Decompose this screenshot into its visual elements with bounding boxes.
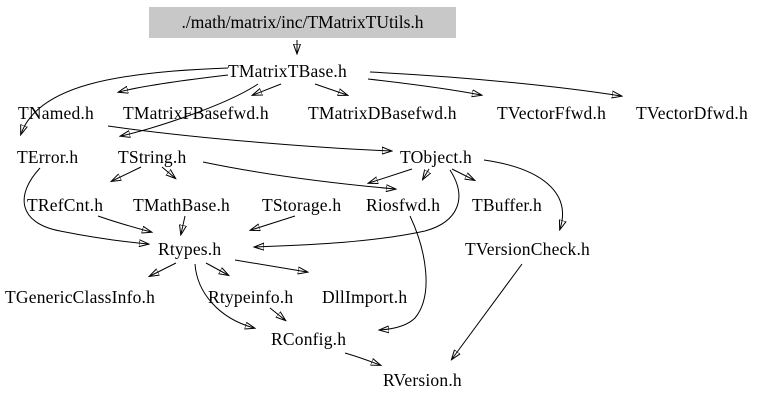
edge-tversioncheck-rversion xyxy=(452,263,523,359)
node-rversion[interactable]: RVersion.h xyxy=(383,370,462,390)
edge-tobject-tversioncheck xyxy=(483,159,563,229)
edge-terror-rtypes xyxy=(23,167,148,244)
node-tmatrixtutils-root: ./math/matrix/inc/TMatrixTUtils.h xyxy=(149,7,456,38)
node-terror[interactable]: TError.h xyxy=(17,147,79,167)
edge-trefcnt-rtypes xyxy=(97,215,151,232)
edge-riosfwd-rconfig xyxy=(380,215,427,330)
node-tvectordfwd[interactable]: TVectorDfwd.h xyxy=(636,103,748,123)
edge-tstring-tmathbase xyxy=(161,166,175,178)
edge-rtypes-dllimport xyxy=(234,259,307,272)
edge-tnamed-tobject xyxy=(107,125,391,151)
node-tmatrixfbasefwd[interactable]: TMatrixFBasefwd.h xyxy=(123,103,269,123)
node-tmathbase[interactable]: TMathBase.h xyxy=(133,195,230,215)
edge-tmatrixtbase-tstring xyxy=(121,83,259,136)
edge-tobject-tbuffer xyxy=(451,168,474,180)
node-tstring[interactable]: TString.h xyxy=(118,147,187,167)
edge-tstring-riosfwd xyxy=(202,161,395,189)
edge-tobject-rtypes xyxy=(255,169,460,247)
edge-rtypes-rconfig xyxy=(194,263,254,328)
edge-rtypes-tgenericclassinfo xyxy=(150,262,177,276)
edge-rtypes-rtypeinfo xyxy=(205,262,228,275)
node-tmatrixtbase[interactable]: TMatrixTBase.h xyxy=(228,61,347,81)
edge-tobject-tstorage xyxy=(369,168,413,183)
edge-tmatrixtbase-tnamed xyxy=(119,74,229,92)
node-tmatrixdbasefwd[interactable]: TMatrixDBasefwd.h xyxy=(308,103,457,123)
edge-tmatrixtbase-terror xyxy=(21,67,229,134)
node-rtypeinfo[interactable]: Rtypeinfo.h xyxy=(208,287,294,307)
root-label: ./math/matrix/inc/TMatrixTUtils.h xyxy=(181,12,424,32)
edge-tstorage-rtypes xyxy=(251,215,296,230)
edge-tmatrixtbase-tvectordfwd xyxy=(369,71,621,96)
node-riosfwd[interactable]: Riosfwd.h xyxy=(366,195,441,215)
node-tnamed[interactable]: TNamed.h xyxy=(18,103,94,123)
node-tbuffer[interactable]: TBuffer.h xyxy=(472,195,543,215)
node-tvectorffwd[interactable]: TVectorFfwd.h xyxy=(497,103,607,123)
edge-tmatrixtbase-tmatrixfbasefwd xyxy=(253,83,282,95)
node-tstorage[interactable]: TStorage.h xyxy=(262,195,342,215)
edge-tmathbase-rtypes xyxy=(181,215,185,234)
edge-tmatrixtbase-tvectorffwd xyxy=(367,78,481,95)
node-tversioncheck[interactable]: TVersionCheck.h xyxy=(465,239,590,259)
node-trefcnt[interactable]: TRefCnt.h xyxy=(27,195,104,215)
edge-rconfig-rversion xyxy=(344,352,380,365)
edge-tmatrixtbase-tmatrixdbasefwd xyxy=(314,83,347,95)
edge-rtypeinfo-rconfig xyxy=(269,307,285,320)
node-rconfig[interactable]: RConfig.h xyxy=(271,329,347,349)
node-rtypes[interactable]: Rtypes.h xyxy=(158,239,222,259)
edge-tstring-trefcnt xyxy=(112,166,142,181)
node-tgenericclassinfo[interactable]: TGenericClassInfo.h xyxy=(5,287,156,307)
node-dllimport[interactable]: DllImport.h xyxy=(322,287,408,307)
edge-tobject-riosfwd xyxy=(423,168,429,179)
node-tobject[interactable]: TObject.h xyxy=(400,147,472,167)
